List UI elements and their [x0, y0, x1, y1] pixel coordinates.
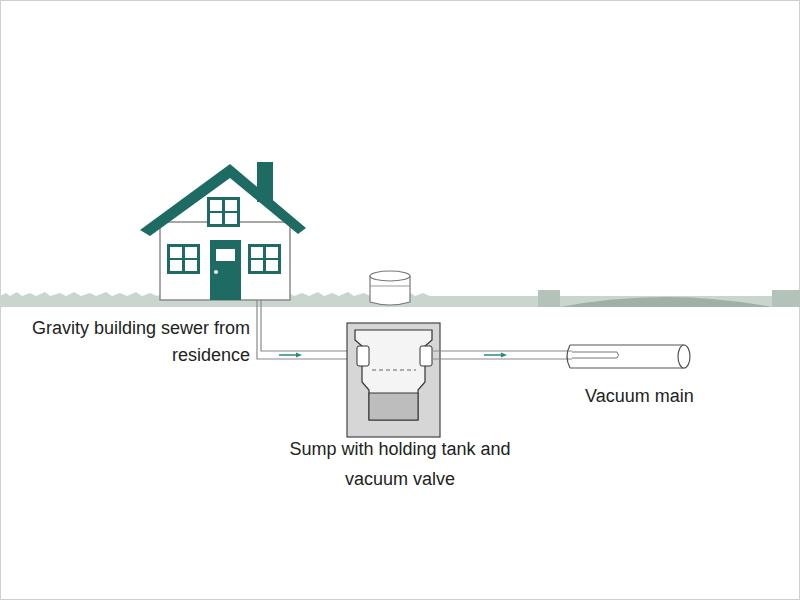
- service-pipe: [432, 351, 572, 359]
- vacuum-main-opening: [678, 345, 690, 368]
- callout-label: Gravity building sewer from residence: [30, 315, 250, 369]
- window-panes: [170, 200, 278, 274]
- sump-cover-ring: [370, 286, 410, 287]
- roof: [140, 164, 306, 236]
- holding-tank: [355, 330, 432, 420]
- ground-block: [538, 290, 560, 307]
- vacuum-main-end: [567, 345, 570, 368]
- house-wall: [160, 222, 290, 300]
- flow-arrow: [484, 353, 507, 358]
- callout-label: Vacuum main: [585, 384, 785, 408]
- sump-cover-top: [370, 271, 410, 281]
- mound: [560, 297, 772, 307]
- tank-bottom: [369, 393, 418, 420]
- service-connection: [572, 352, 619, 358]
- water-level: [372, 370, 416, 371]
- flow-arrow: [279, 353, 302, 358]
- sump: [347, 323, 440, 437]
- vacuum-main-pipe: [570, 345, 684, 368]
- windows: [167, 197, 281, 300]
- inlet-fitting: [357, 346, 369, 366]
- ground-block: [772, 290, 800, 307]
- gravity-sewer-pipe: [257, 300, 352, 359]
- vacuum-valve: [420, 346, 432, 366]
- callout-label: Sump with holding tank and vacuum valve: [284, 434, 516, 494]
